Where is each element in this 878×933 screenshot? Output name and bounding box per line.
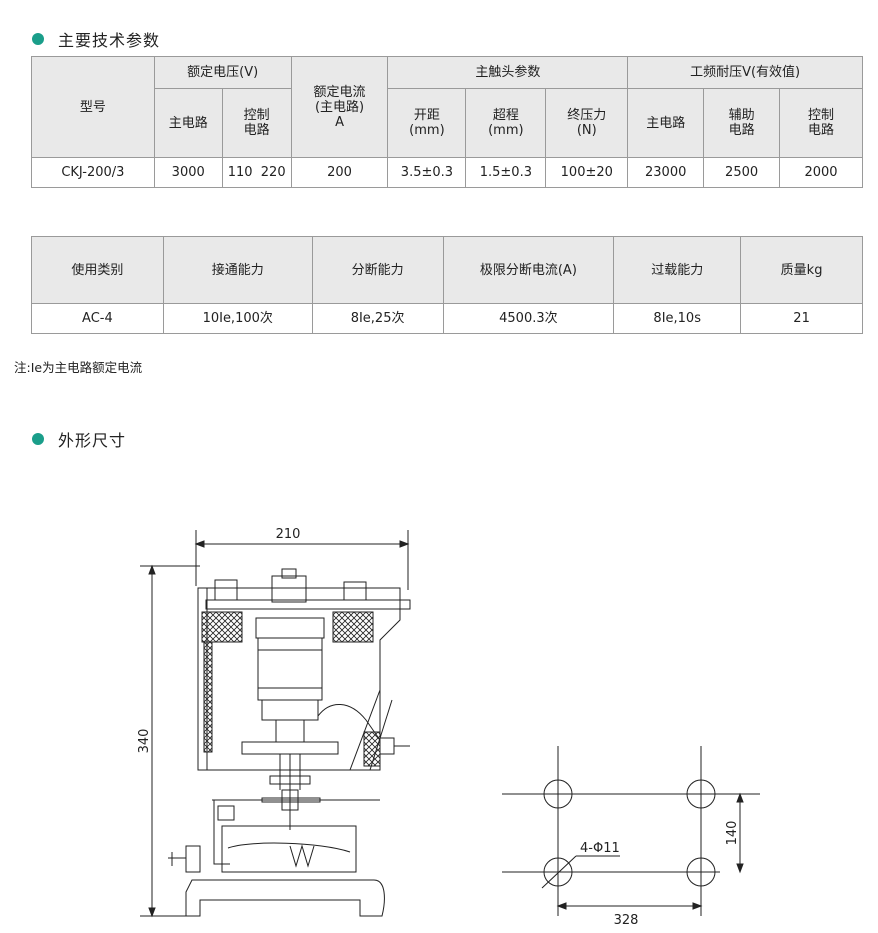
dim-hole-y-label: 140 (725, 821, 740, 846)
header-control-circuit: 控制 电路 (221, 88, 292, 158)
dim-height-label: 340 (137, 729, 152, 754)
header-withstand: 工频耐压V(有效值) (627, 56, 863, 89)
header-final-pressure: 终压力 (N) (545, 88, 629, 158)
footnote: 注:Ie为主电路额定电流 (14, 360, 143, 375)
performance-table: 使用类别 接通能力 分断能力 极限分断电流(A) 过载能力 质量kg AC-4 … (31, 236, 863, 334)
table-cell: 100±20 (545, 157, 629, 188)
header-rated-voltage: 额定电压(V) (153, 56, 292, 89)
dim-width-label: 210 (276, 527, 301, 542)
section-heading-dimensions: 外形尺寸 (32, 427, 126, 451)
section-title: 主要技术参数 (58, 31, 161, 50)
header-main-contact: 主触头参数 (387, 56, 629, 89)
table-cell: 8Ie,25次 (311, 303, 444, 334)
table-cell: 10Ie,100次 (162, 303, 313, 334)
header-withstand-main: 主电路 (627, 88, 705, 158)
header-making-capacity: 接通能力 (162, 236, 313, 304)
header-breaking-capacity: 分断能力 (311, 236, 444, 304)
header-usage-category: 使用类别 (31, 236, 164, 304)
table-row: AC-4 10Ie,100次 8Ie,25次 4500.3次 8Ie,10s 2… (31, 303, 863, 334)
bullet-dot-icon (32, 33, 44, 45)
header-overtravel: 超程 (mm) (465, 88, 547, 158)
table-cell: 2000 (779, 157, 863, 188)
table-cell: 8Ie,10s (613, 303, 742, 334)
table-cell: 110 220 (221, 157, 292, 188)
specs-table: 型号 额定电压(V) 额定电流 (主电路) A 主触头参数 工频耐压V(有效值)… (31, 56, 863, 188)
header-main-circuit: 主电路 (153, 88, 223, 158)
table-cell: 23000 (627, 157, 705, 188)
table-cell: 3000 (153, 157, 223, 188)
header-open-distance: 开距 (mm) (387, 88, 467, 158)
header-mass: 质量kg (740, 236, 863, 304)
table-cell: 21 (740, 303, 863, 334)
header-overload-capacity: 过载能力 (613, 236, 742, 304)
header-withstand-ctrl: 控制 电路 (779, 88, 863, 158)
bullet-dot-icon (32, 433, 44, 445)
table-row: CKJ-200/3 3000 110 220 200 3.5±0.3 1.5±0… (31, 157, 863, 188)
header-withstand-aux: 辅助 电路 (703, 88, 781, 158)
section-title: 外形尺寸 (58, 431, 127, 450)
dim-hole-x-label: 328 (614, 913, 639, 928)
hole-spec-label: 4-Φ11 (580, 841, 620, 856)
table-cell: 1.5±0.3 (465, 157, 547, 188)
table-cell: AC-4 (31, 303, 164, 334)
section-heading-specs: 主要技术参数 (32, 27, 160, 51)
table-cell: 3.5±0.3 (387, 157, 467, 188)
header-rated-current: 额定电流 (主电路) A (290, 56, 389, 158)
table-cell: CKJ-200/3 (31, 157, 155, 188)
header-model: 型号 (31, 56, 155, 158)
